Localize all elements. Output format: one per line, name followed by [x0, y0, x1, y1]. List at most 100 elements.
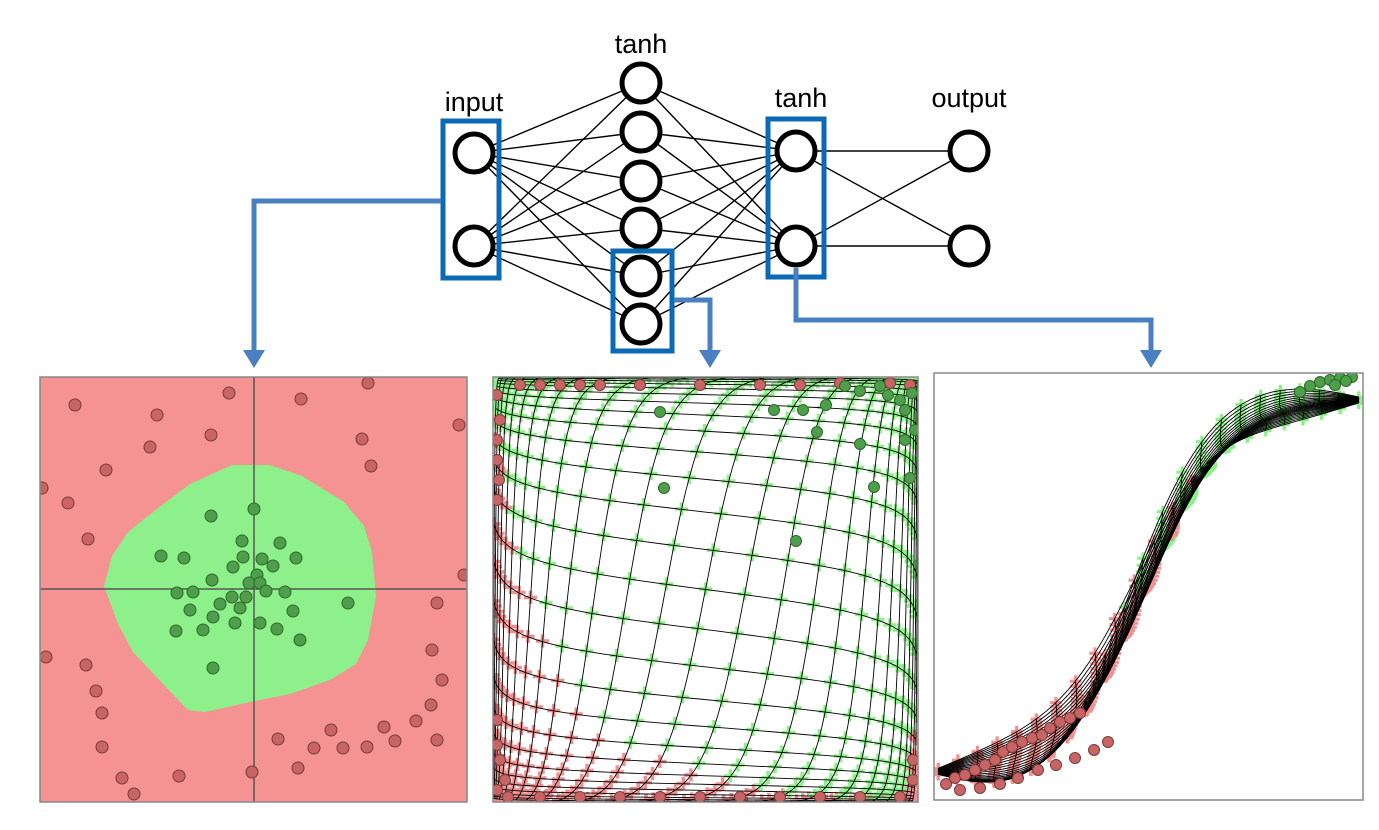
data-point-outside: [222, 386, 236, 400]
arrowhead-panel3: [1140, 350, 1162, 368]
grid-sample-mark: ✚: [491, 367, 506, 388]
connection-line: [473, 82, 642, 154]
grid-sample-mark: ✚: [541, 372, 556, 393]
grid-sample-mark: ✚: [909, 644, 924, 665]
data-point-outside: [95, 740, 109, 754]
grid-line: [869, 379, 913, 802]
data-point-outside: [89, 684, 103, 698]
data-point-inside: [253, 616, 267, 630]
grid-sample-mark: ✚: [487, 635, 502, 656]
data-point-outside: [654, 791, 666, 802]
data-point-inside: [654, 406, 666, 418]
grid-line: [1338, 393, 1341, 409]
connection-line: [473, 227, 642, 247]
grid-line: [495, 421, 918, 504]
grid-sample-mark: ✚: [909, 489, 924, 510]
grid-sample-mark: ✚: [879, 791, 894, 812]
grid-sample-mark: ✚: [900, 792, 915, 813]
data-point-inside: [225, 590, 239, 604]
data-point-outside: [115, 771, 129, 785]
grid-line: [938, 402, 1359, 770]
grid-sample-mark: ✚: [907, 703, 922, 724]
connection-line: [473, 131, 642, 154]
grid-sample-mark: ✚: [906, 557, 921, 578]
grid-sample-mark: ✚: [908, 730, 923, 751]
data-point-outside: [1064, 712, 1076, 724]
data-point-outside: [493, 714, 503, 726]
data-point-outside: [493, 494, 503, 506]
network-diagram: input tanh tanh output: [243, 29, 1162, 368]
data-point-outside: [493, 474, 505, 486]
grid-line: [684, 378, 853, 802]
grid-sample-mark: ✚: [496, 367, 511, 388]
data-point-inside: [790, 535, 802, 547]
data-point-inside: [236, 550, 250, 564]
data-point-inside: [278, 585, 292, 599]
data-point-outside: [1032, 764, 1044, 776]
data-point-outside: [940, 778, 952, 790]
data-point-inside: [341, 596, 355, 610]
grid-sample-mark: ✚: [500, 368, 515, 389]
data-point-outside: [79, 658, 93, 672]
grid-sample-mark: ✚: [904, 792, 919, 813]
grid-sample-mark: ✚: [520, 367, 535, 388]
data-point-outside: [1069, 752, 1081, 764]
data-point-inside: [1340, 375, 1352, 387]
data-point-outside: [95, 706, 109, 720]
data-point-inside: [205, 573, 219, 587]
grid-sample-mark: ✚: [761, 790, 776, 811]
data-point-outside: [493, 454, 503, 466]
data-point-outside: [814, 791, 826, 802]
data-point-outside: [361, 377, 375, 390]
data-point-inside: [899, 434, 911, 446]
data-point-inside: [183, 603, 197, 617]
data-point-inside: [854, 438, 866, 450]
grid-sample-mark: ✚: [488, 597, 503, 618]
data-point-inside: [228, 616, 242, 630]
data-point-outside: [204, 428, 218, 442]
grid-sample-mark: ✚: [487, 515, 502, 536]
data-point-outside: [994, 778, 1006, 790]
input-space-panel: [40, 377, 467, 802]
data-point-outside: [493, 389, 503, 401]
neuron-layer-3: [774, 224, 818, 268]
data-point-outside: [307, 741, 321, 755]
grid-line: [494, 439, 918, 540]
grid-sample-mark: ✚: [495, 368, 510, 389]
data-point-inside: [909, 424, 918, 436]
data-point-outside: [388, 734, 402, 748]
data-point-outside: [574, 379, 586, 391]
grid-sample-mark: ✚: [910, 391, 925, 412]
data-point-outside: [493, 784, 503, 796]
grid-line: [494, 490, 918, 617]
data-point-inside: [882, 389, 894, 401]
data-point-outside: [409, 714, 423, 728]
data-point-outside: [150, 408, 164, 422]
neuron-layer-2: [619, 302, 663, 346]
grid-sample-mark: ✚: [906, 597, 921, 618]
data-point-outside: [245, 765, 259, 779]
data-point-inside: [874, 380, 886, 392]
hidden-layer-2-panel: ✚✚✚✚✚✚✚✚✚✚✚✚✚✚✚✚✚✚✚✚✚✚✚✚✚✚✚✚✚✚✚✚✚✚✚✚✚✚✚✚…: [934, 373, 1363, 800]
data-point-outside: [430, 733, 444, 747]
data-point-outside: [355, 432, 369, 446]
data-point-inside: [1304, 380, 1316, 392]
data-point-outside: [494, 754, 506, 766]
data-point-inside: [839, 380, 851, 392]
data-point-inside: [854, 385, 866, 397]
grid-sample-mark: ✚: [489, 761, 504, 782]
data-point-inside: [293, 633, 307, 647]
grid-line: [901, 380, 918, 802]
grid-sample-mark: ✚: [909, 678, 924, 699]
data-point-inside: [233, 601, 247, 615]
data-point-outside: [324, 723, 338, 737]
neuron-layer-3: [774, 129, 818, 173]
data-point-outside: [949, 772, 961, 784]
grid-sample-mark: ✚: [519, 790, 534, 811]
data-point-inside: [868, 481, 880, 493]
grid-sample-mark: ✚: [910, 493, 925, 514]
data-point-inside: [213, 597, 227, 611]
network-connections: [473, 82, 970, 325]
grid-sample-mark: ✚: [607, 367, 622, 388]
data-point-outside: [884, 377, 896, 389]
